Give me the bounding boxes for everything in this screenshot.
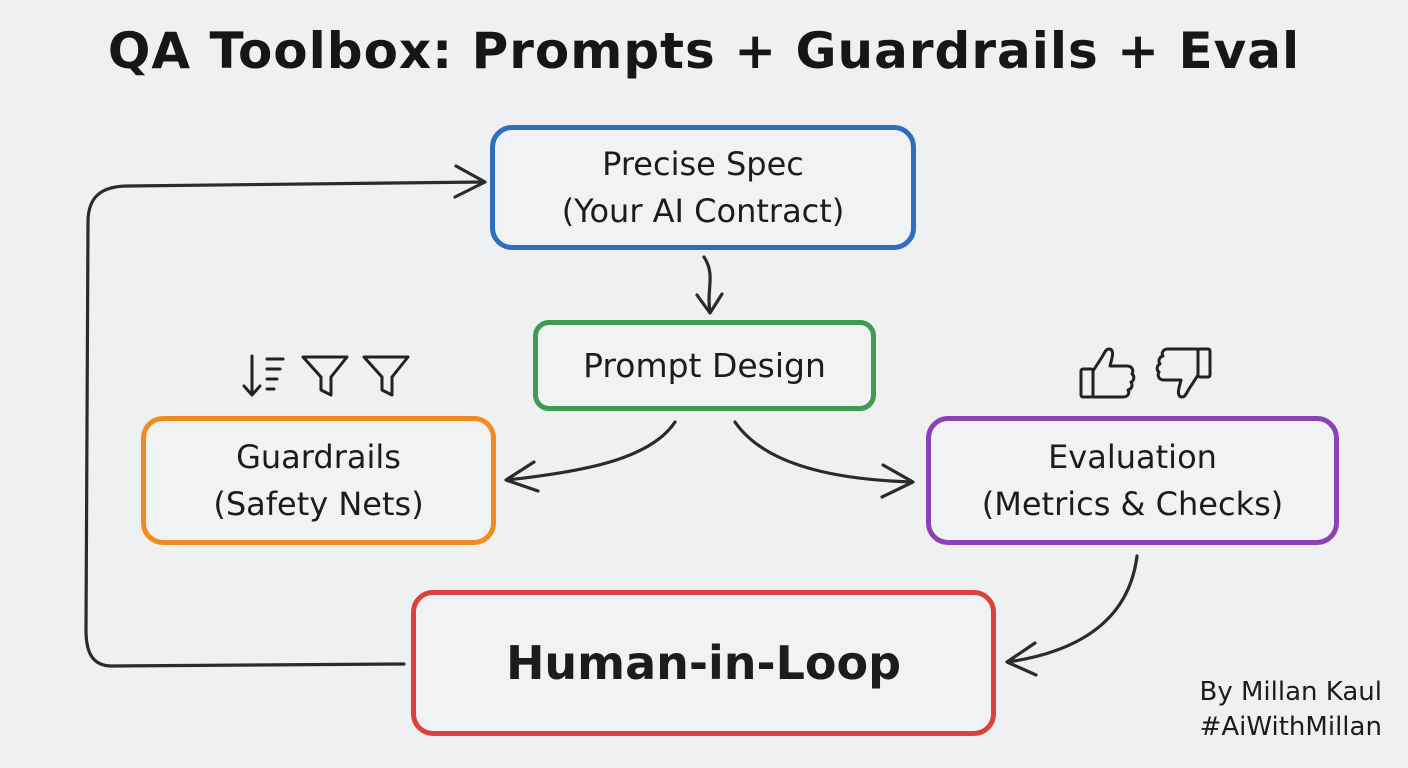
node-evaluation: Evaluation (Metrics & Checks) (926, 416, 1339, 545)
arrow-prompt-to-guardrails (504, 420, 677, 493)
arrow-prompt-to-evaluation (733, 420, 915, 499)
node-precise-spec-title: Precise Spec (602, 145, 804, 184)
node-guardrails-subtitle: (Safety Nets) (213, 484, 424, 523)
diagram-title: QA Toolbox: Prompts + Guardrails + Eval (107, 22, 1301, 80)
arrow-human-to-spec (84, 164, 487, 668)
node-human-in-loop: Human-in-Loop (411, 590, 996, 736)
arrow-evaluation-to-human (1005, 554, 1139, 677)
author-name: By Millan Kaul (1199, 677, 1383, 707)
node-evaluation-title: Evaluation (1048, 438, 1217, 477)
node-prompt-design-label: Prompt Design (583, 345, 826, 385)
node-guardrails-title: Guardrails (236, 438, 401, 477)
node-prompt-design: Prompt Design (533, 320, 876, 411)
node-precise-spec-subtitle: (Your AI Contract) (561, 191, 845, 230)
thumbs-up-icon (1079, 347, 1136, 399)
node-evaluation-subtitle: (Metrics & Checks) (981, 484, 1284, 523)
node-guardrails: Guardrails (Safety Nets) (141, 416, 496, 545)
arrow-spec-to-prompt (695, 255, 724, 315)
node-precise-spec: Precise Spec (Your AI Contract) (490, 125, 916, 250)
funnel-icon (362, 355, 410, 397)
author-credit: By Millan Kaul #AiWithMillan (1200, 675, 1383, 745)
author-hashtag: #AiWithMillan (1199, 712, 1382, 743)
thumbs-down-icon (1155, 347, 1212, 399)
funnel-icon (301, 355, 349, 397)
sort-descending-icon (242, 354, 285, 397)
node-human-in-loop-label: Human-in-Loop (505, 635, 902, 690)
